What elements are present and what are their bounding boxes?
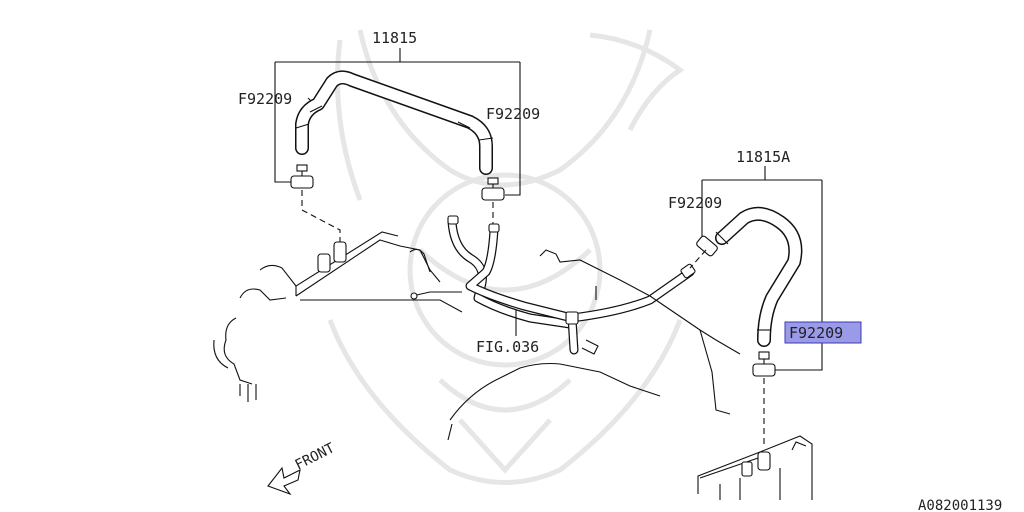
clamp-mid	[481, 177, 505, 201]
pipe-assembly-center	[410, 215, 696, 355]
watermark-emblem	[327, 29, 685, 485]
radiator-component	[697, 435, 813, 500]
label-clamp-right-bottom[interactable]: F92209	[789, 324, 843, 342]
label-fig-ref: FIG.036	[476, 338, 539, 356]
label-clamp-right-bottom-highlight[interactable]: F92209	[784, 321, 862, 344]
clamp-right-bottom	[752, 351, 776, 377]
engine-outline-right	[447, 249, 741, 441]
front-arrow-icon	[267, 466, 301, 496]
label-clamp-left: F92209	[238, 90, 292, 108]
label-clamp-mid: F92209	[486, 105, 540, 123]
label-front: FRONT	[293, 440, 338, 474]
diagram-code: A082001139	[918, 498, 1002, 512]
hose-11815a-assembly	[689, 166, 823, 448]
label-hose-11815: 11815	[372, 29, 417, 47]
label-clamp-right-top: F92209	[668, 194, 722, 212]
front-indicator: FRONT	[267, 440, 338, 496]
label-hose-11815a: 11815A	[736, 148, 790, 166]
clamp-left	[290, 164, 314, 189]
clamp-right-top	[696, 235, 718, 257]
engine-block-left	[213, 231, 463, 402]
hose-11815-assembly	[274, 48, 521, 242]
